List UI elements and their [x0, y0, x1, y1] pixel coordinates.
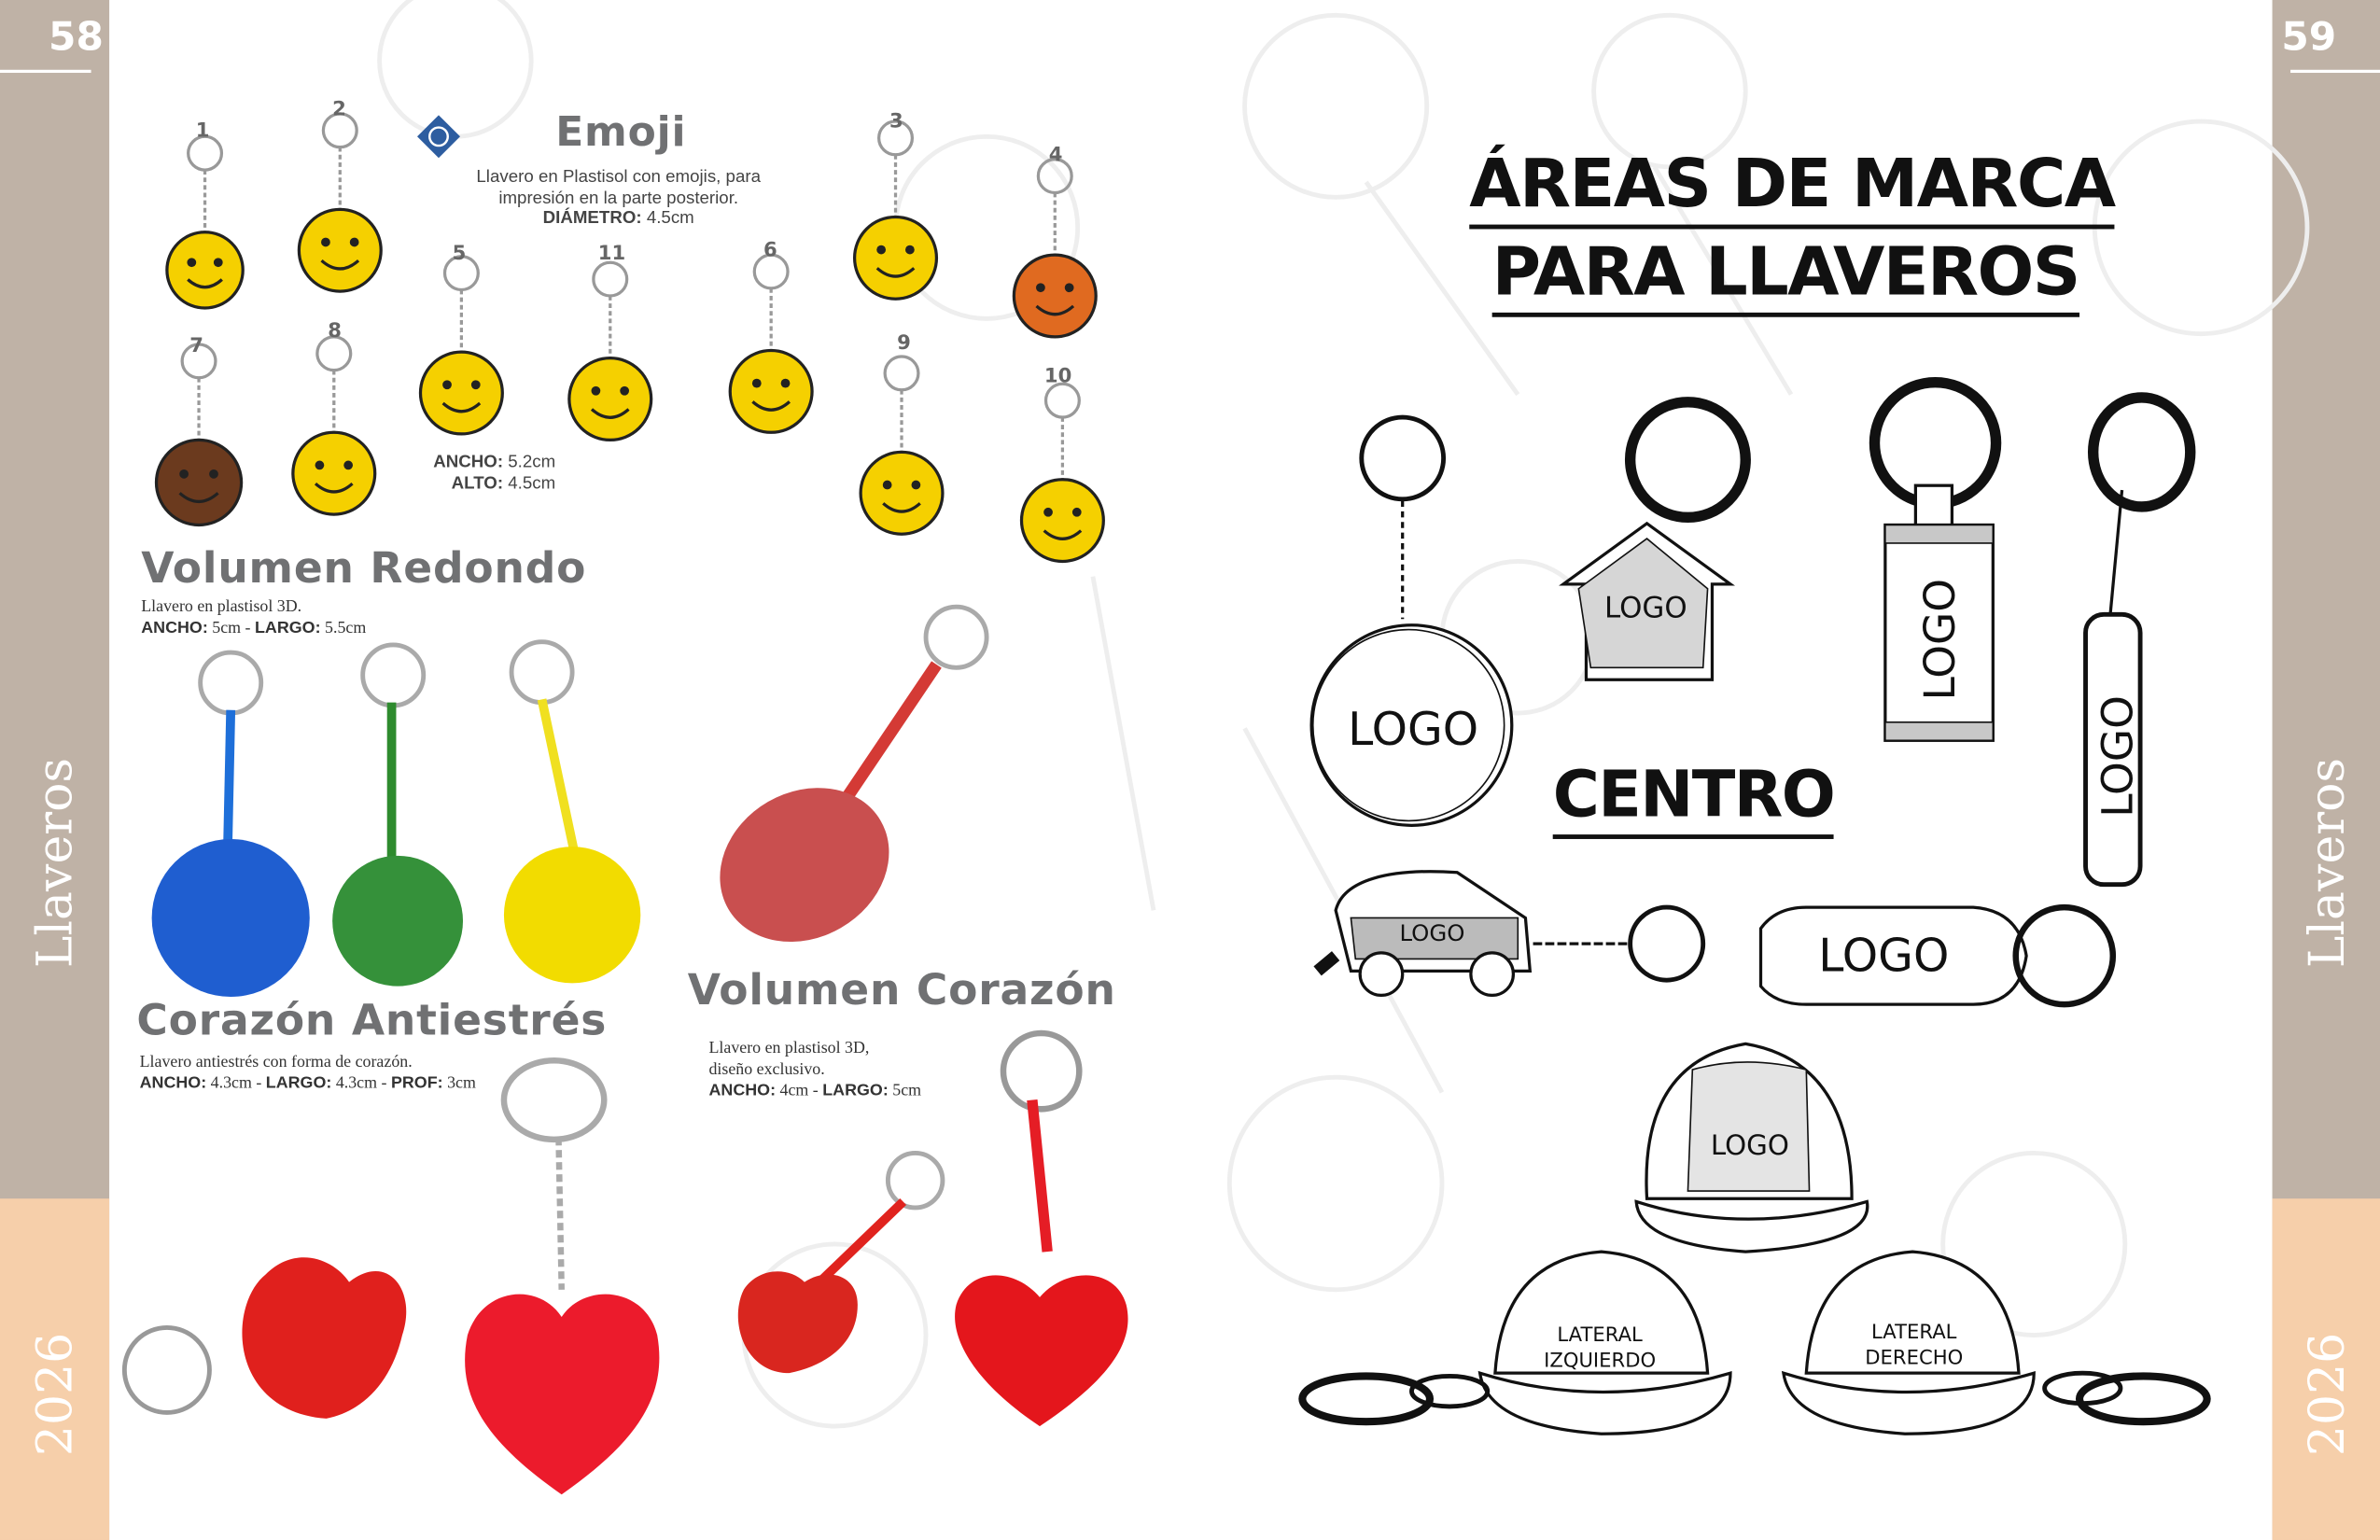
emoji-number: 7: [189, 335, 204, 358]
emoji-keychain: [852, 119, 939, 301]
diameter: DIÁMETRO: 4.5cm: [455, 209, 782, 230]
divider: [0, 69, 91, 74]
corazon-antiestres-title: Corazón Antiestrés: [136, 995, 608, 1046]
label: LATERAL: [1557, 1324, 1643, 1348]
emoji-keychain: [1019, 382, 1105, 564]
emoji-number: 8: [328, 320, 342, 343]
value: 4.3cm -: [335, 1073, 391, 1093]
label: LARGO:: [822, 1082, 889, 1100]
logo-helmet: LOGO: [1710, 1130, 1789, 1163]
desc-line: diseño exclusivo.: [708, 1060, 825, 1079]
emoji-keychain: [297, 112, 383, 293]
label: ANCHO:: [433, 454, 504, 472]
label: ALTO:: [451, 474, 504, 493]
emoji-description: Llavero en Plastisol con emojis, para im…: [455, 168, 782, 230]
value: 4.5cm: [508, 474, 556, 493]
alto: ALTO: 4.5cm: [431, 474, 556, 495]
label: PROF:: [390, 1073, 443, 1093]
emoji-number: 9: [897, 332, 911, 356]
title-line-2: PARA LLAVEROS: [1491, 233, 2080, 317]
label: LATERAL: [1871, 1321, 1957, 1345]
label: DERECHO: [1865, 1347, 1964, 1370]
label: ANCHO:: [139, 1073, 207, 1093]
emoji-number: 10: [1043, 365, 1072, 389]
volumen-redondo-description: Llavero en plastisol 3D. ANCHO: 5cm - LA…: [141, 596, 366, 639]
value: 5.2cm: [508, 454, 556, 472]
value: 5.5cm: [325, 619, 367, 637]
label: LARGO:: [265, 1073, 332, 1093]
desc-line: Llavero en plastisol 3D.: [141, 597, 302, 616]
logo-bottle-opener: LOGO: [1818, 930, 1950, 984]
sidebar-peach-band: [2272, 1198, 2380, 1540]
value: 5cm: [892, 1082, 922, 1100]
left-sidebar: 58 Llaveros 2026: [0, 0, 110, 1540]
dimensions: ANCHO: 4cm - LARGO: 5cm: [708, 1080, 921, 1101]
value: 3cm: [447, 1073, 476, 1093]
emoji-number: 1: [195, 119, 210, 143]
corazon-antiestres-keychains: [121, 1057, 660, 1495]
emoji-keychain: [418, 255, 504, 436]
value: 4.3cm -: [210, 1073, 266, 1093]
corazon-antiestres-description: Llavero antiestrés con forma de corazón.…: [140, 1052, 476, 1095]
logo-area-drawings: [1298, 376, 2211, 1435]
emoji-title: Emoji: [555, 109, 687, 157]
emoji-keychain: [728, 253, 814, 434]
label: IZQUIERDO: [1544, 1350, 1657, 1374]
emoji-keychain: [165, 134, 245, 310]
label: ANCHO:: [708, 1082, 777, 1100]
background-key-sketches: [377, 0, 2310, 1429]
emoji-keychain: [291, 335, 377, 516]
desc-line: impresión en la parte posterior.: [498, 189, 739, 207]
desc-line: Llavero en plastisol 3D,: [708, 1039, 870, 1058]
dimensions: ANCHO: 4.3cm - LARGO: 4.3cm - PROF: 3cm: [140, 1072, 476, 1094]
logo-house: LOGO: [1603, 591, 1687, 625]
emoji-keychain: [154, 343, 244, 527]
lateral-izquierdo: LATERAL IZQUIERDO: [1533, 1323, 1667, 1375]
volumen-corazon-title: Volumen Corazón: [687, 964, 1116, 1015]
logo-tube: LOGO: [2093, 695, 2143, 818]
desc-line: Llavero en Plastisol con emojis, para: [476, 168, 762, 187]
dimensions: ANCHO: 5cm - LARGO: 5.5cm: [141, 618, 366, 639]
volumen-corazon-description: Llavero en plastisol 3D, diseño exclusiv…: [708, 1038, 921, 1101]
emoji-keychain: [859, 355, 945, 536]
page-number: 59: [2281, 15, 2337, 62]
emoji-keychains: [154, 112, 1105, 564]
label: LARGO:: [254, 619, 321, 637]
emoji-number: 11: [597, 243, 626, 266]
emoji-keychain: [567, 260, 653, 442]
title-line-1: ÁREAS DE MARCA: [1469, 146, 2116, 230]
emoji-keychain: [1012, 158, 1098, 339]
label: ANCHO:: [141, 619, 208, 637]
value: 4cm -: [779, 1082, 823, 1100]
logo-car: LOGO: [1399, 919, 1465, 947]
volumen-redondo-keychains: [151, 639, 641, 998]
divider: [2290, 69, 2380, 74]
brand-diamond-icon: [417, 115, 461, 159]
volumen-corazon-keychains: [737, 1029, 1128, 1427]
page-number: 58: [49, 15, 104, 62]
emoji-number: 6: [763, 239, 777, 263]
ancho: ANCHO: 5.2cm: [431, 454, 555, 474]
volumen-redondo-large: [720, 604, 989, 942]
emoji-number: 4: [1048, 144, 1063, 167]
logo-round: LOGO: [1348, 704, 1479, 758]
label: DIÁMETRO:: [542, 209, 642, 228]
volumen-redondo-title: Volumen Redondo: [141, 542, 587, 594]
emoji-size: ANCHO: 5.2cm ALTO: 4.5cm: [431, 454, 555, 495]
logo-rectangle: LOGO: [1914, 578, 1966, 701]
emoji-number: 5: [452, 243, 467, 266]
lateral-derecho: LATERAL DERECHO: [1847, 1320, 1981, 1371]
value: 4.5cm: [646, 209, 694, 228]
emoji-number: 2: [332, 98, 346, 122]
centro-label: CENTRO: [1552, 756, 1836, 839]
right-sidebar: 59 Llaveros 2026: [2272, 0, 2380, 1540]
sidebar-peach-band: [0, 1198, 110, 1540]
desc-line: Llavero antiestrés con forma de corazón.: [139, 1053, 413, 1071]
emoji-number: 3: [889, 110, 903, 134]
value: 5cm -: [212, 619, 255, 637]
